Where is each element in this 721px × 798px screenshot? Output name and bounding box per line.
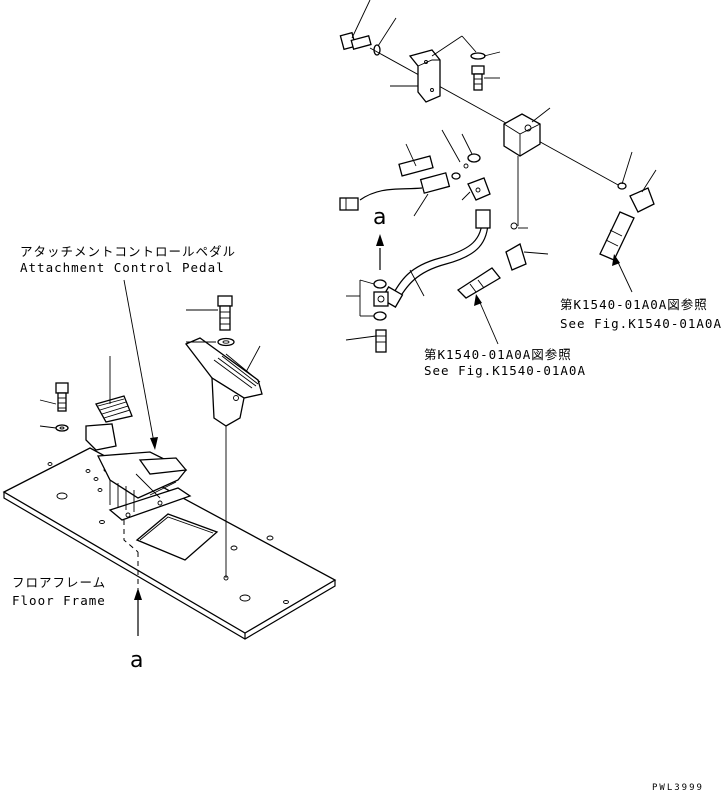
attachment-pedal-label-en: Attachment Control Pedal xyxy=(20,260,225,275)
bolt-left xyxy=(55,382,69,432)
valve-assembly xyxy=(339,31,655,353)
attachment-pedal-label-jp: アタッチメントコントロールペダル xyxy=(20,244,236,259)
see-fig-2-label-jp: 第K1540-01A0A図参照 xyxy=(560,297,708,312)
floor-frame-label-en: Floor Frame xyxy=(12,593,106,608)
ref-a-top-label: a xyxy=(373,205,386,230)
arrow-a-bottom xyxy=(134,588,142,636)
drawing-code: PWL3999 xyxy=(652,783,704,793)
arrow-a-top xyxy=(376,234,384,270)
floor-frame xyxy=(2,447,337,640)
floor-frame-label-jp: フロアフレーム xyxy=(12,575,106,590)
see-fig-2-label-en: See Fig.K1540-01A0A xyxy=(560,316,721,331)
leader-lines-right xyxy=(345,0,657,345)
see-fig-1-label-en: See Fig.K1540-01A0A xyxy=(424,363,586,378)
leader-lines-left xyxy=(39,279,261,499)
see-fig-1-label-jp: 第K1540-01A0A図参照 xyxy=(424,347,572,362)
ref-a-bottom-label: a xyxy=(130,648,143,673)
attachment-control-pedal xyxy=(85,395,192,521)
pedal-right xyxy=(184,295,263,427)
